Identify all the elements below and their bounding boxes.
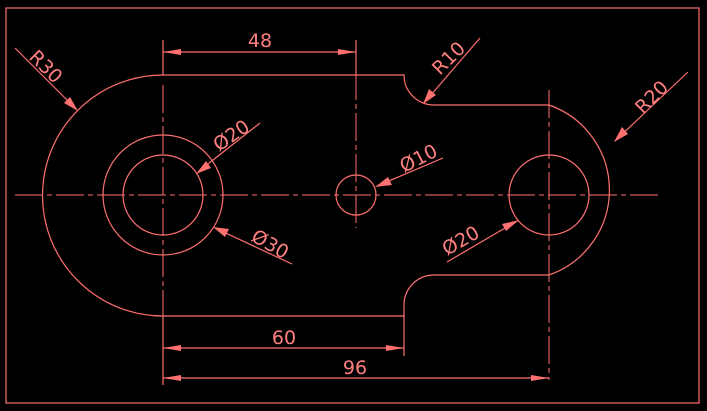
dimension-48-label: 48	[248, 30, 272, 52]
dimension-96-label: 96	[343, 357, 367, 379]
dimension-96: 96	[163, 357, 549, 381]
part-outline	[41, 74, 610, 317]
dimension-60: 60	[162, 316, 405, 385]
drawing-frame	[5, 7, 700, 404]
dimension-48: 48	[162, 30, 357, 75]
dimension-60-label: 60	[272, 327, 296, 349]
